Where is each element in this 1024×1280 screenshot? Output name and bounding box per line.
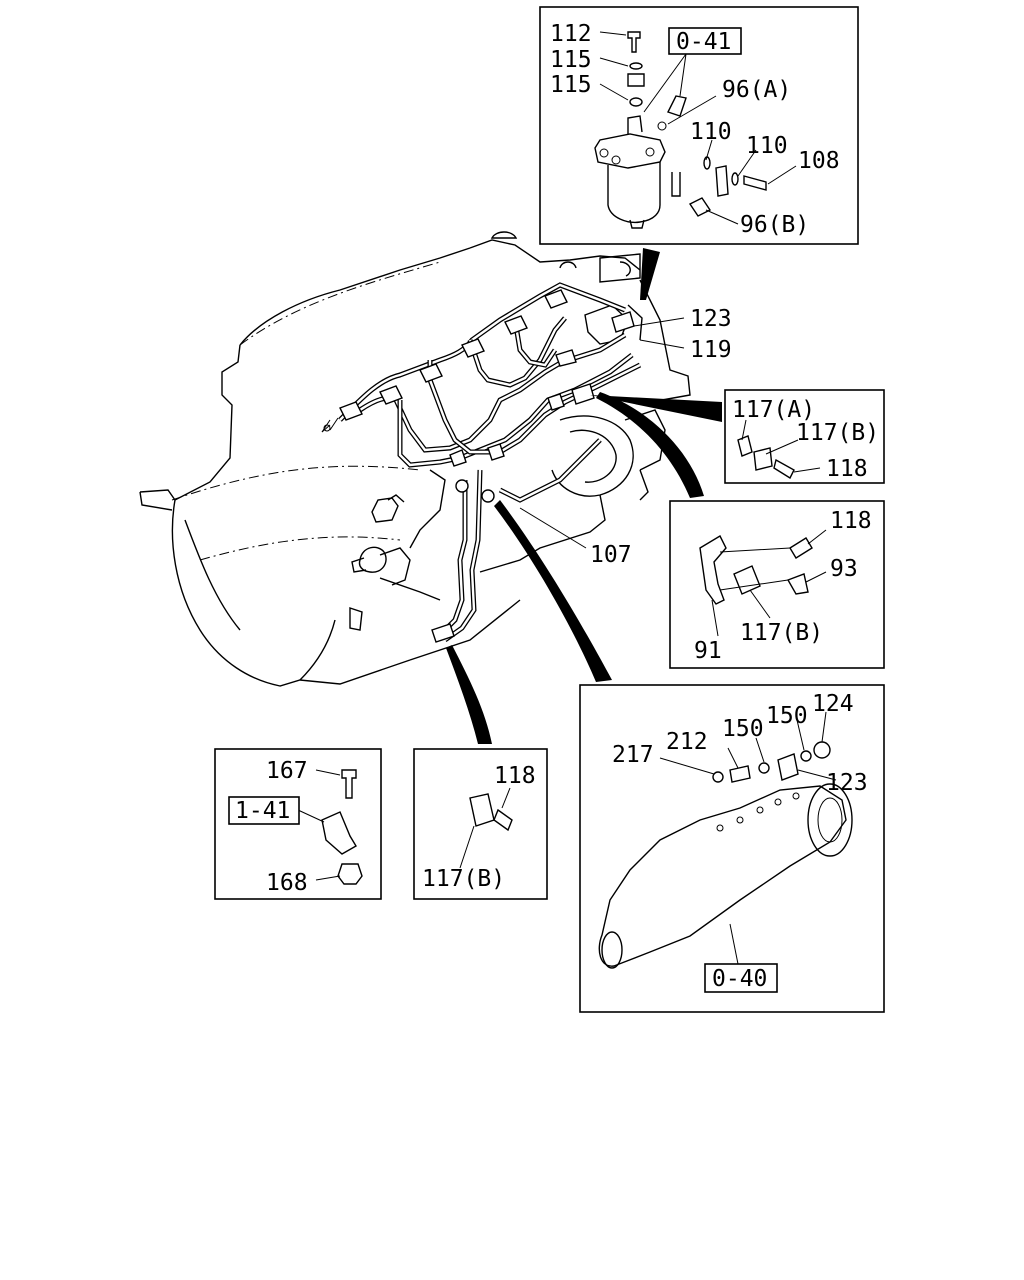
callout-115-lower: 115 [550,72,592,98]
callout-108: 108 [798,148,840,174]
callout-118-bracket-box: 118 [830,508,872,534]
detail-box-injection-pump [579,684,885,1013]
detail-box-clip-b [413,748,548,900]
leader-wedges [446,248,722,744]
callout-123-head: 123 [690,306,732,332]
callout-110-left: 110 [690,119,732,145]
callout-168: 168 [266,870,308,896]
callout-112: 112 [550,21,592,47]
callout-217: 217 [612,742,654,768]
callout-212: 212 [666,729,708,755]
callout-150-left: 150 [722,716,764,742]
callout-119: 119 [690,337,732,363]
ref-box-1-41: 1-41 [235,798,290,824]
leader-lines [297,31,837,965]
callout-150-right: 150 [766,703,808,729]
callout-91: 91 [694,638,722,664]
callout-167: 167 [266,758,308,784]
detail-box-bracket [669,500,885,669]
callout-117b-bracket-box: 117(B) [740,620,823,646]
callout-123-pump: 123 [826,770,868,796]
callout-107: 107 [590,542,632,568]
callout-117b-upper-box: 117(B) [796,420,879,446]
callout-labels: 112 115 115 0-41 96(A) 110 110 108 96(B)… [228,21,879,993]
ref-box-0-41: 0-41 [676,29,731,55]
callout-117b-lower-box: 117(B) [422,866,505,892]
callout-115-upper: 115 [550,47,592,73]
callout-93: 93 [830,556,858,582]
callout-110-right: 110 [746,133,788,159]
engine-assembly [139,231,691,687]
callout-118-upper-box: 118 [826,456,868,482]
callout-124: 124 [812,691,854,717]
callout-118-lower-box: 118 [494,763,536,789]
detail-box-clip-a [724,389,885,484]
ref-box-0-40: 0-40 [712,966,767,992]
callout-96a: 96(A) [722,77,791,103]
callout-96b: 96(B) [740,212,809,238]
injection-pipes [321,282,642,643]
callout-117a: 117(A) [732,397,815,423]
